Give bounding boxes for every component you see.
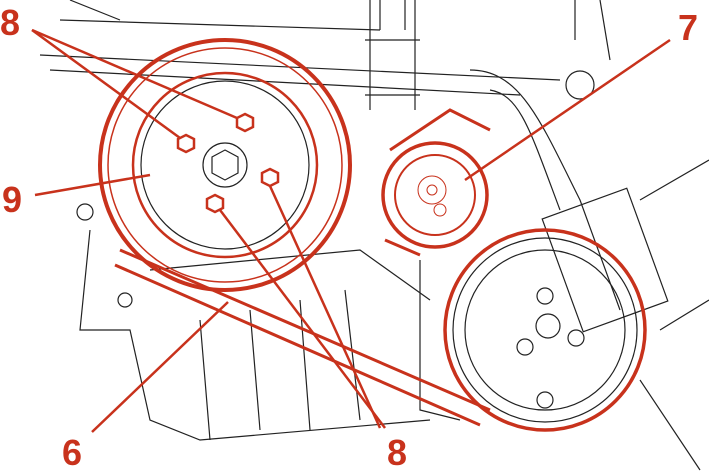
bolt-hex (235, 112, 255, 133)
bolt-hex (260, 167, 280, 188)
tensioner-pulley (381, 141, 489, 249)
callout-7: 7 (678, 7, 698, 48)
leader-lines (31, 28, 671, 433)
callout-6: 6 (62, 432, 82, 473)
crankshaft-pulley (98, 38, 352, 292)
engine-outline (39, 0, 709, 471)
compressor-pulley (443, 228, 647, 432)
bolt-hex (176, 133, 196, 154)
callout-9: 9 (2, 179, 22, 220)
bolts (176, 112, 280, 214)
drive-belt (114, 108, 491, 427)
callout-8-top: 8 (0, 2, 20, 43)
bolt-hex (205, 193, 225, 214)
callout-8-bottom: 8 (387, 432, 407, 473)
